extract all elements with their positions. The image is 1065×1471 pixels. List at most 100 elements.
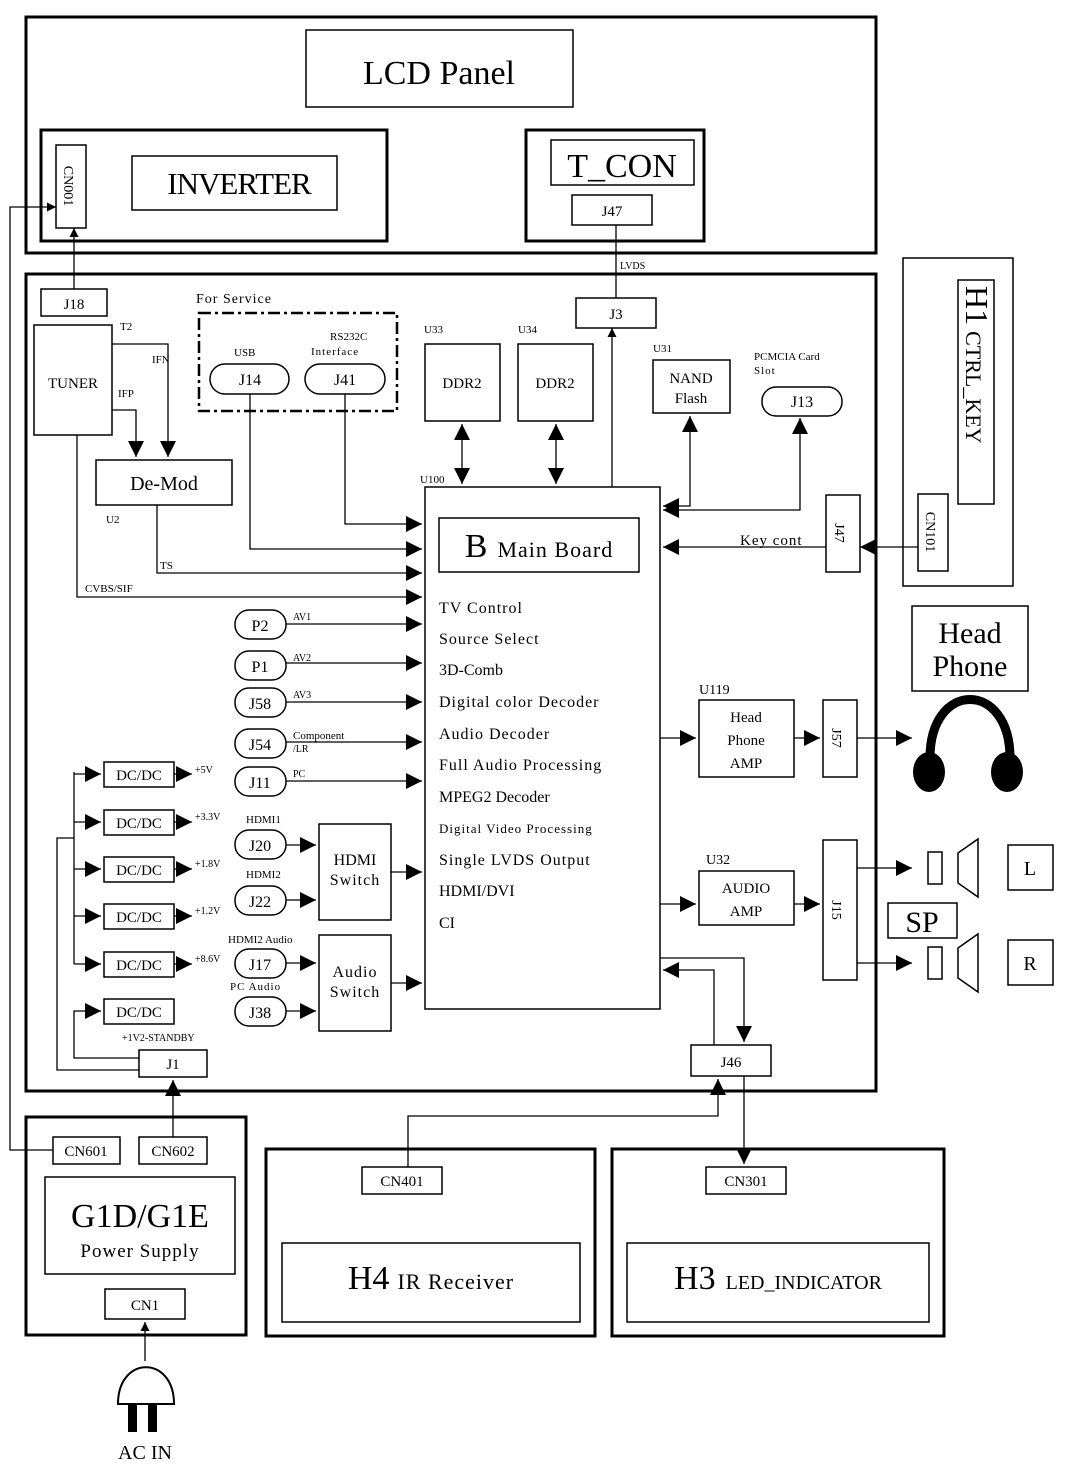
audio-switch-box	[318, 934, 392, 1032]
hdmi-switch-box	[318, 823, 392, 921]
j15-label: J15	[828, 900, 843, 919]
dcdc-1v2-label: DC/DC	[116, 910, 162, 926]
audio-amp-label-1: AUDIO	[722, 881, 770, 897]
cn301-label: CN301	[724, 1174, 767, 1190]
j17-label: J17	[249, 957, 271, 974]
headphone-icon	[913, 695, 1023, 792]
v18-label: +1.8V	[195, 859, 221, 870]
j1-connector	[138, 1049, 208, 1078]
wire-ifn	[112, 343, 176, 457]
feature-tv-control: TV Control	[439, 600, 523, 617]
j54-connector	[234, 728, 287, 759]
hp-amp-label-2: Phone	[727, 733, 765, 749]
ac-in-label: AC IN	[118, 1442, 172, 1464]
ifn-label: IFN	[152, 354, 170, 366]
ir-receiver-title-box	[281, 1242, 581, 1323]
u2-ref: U2	[106, 514, 119, 526]
tuner-box	[33, 324, 113, 436]
dcdc-3v3	[103, 809, 175, 836]
speaker-left-icon	[927, 837, 979, 899]
feature-hdmi-dvi: HDMI/DVI	[439, 883, 515, 900]
dcdc-8v6-label: DC/DC	[116, 958, 162, 974]
av3-label: AV3	[293, 690, 311, 701]
j14-label: J14	[239, 372, 261, 389]
ifp-label: IFP	[118, 388, 134, 400]
wire-nand	[663, 416, 698, 514]
j3-label: J3	[609, 307, 622, 323]
sp-label: SP	[905, 906, 938, 939]
power-supply-title: G1D/G1E	[71, 1198, 209, 1235]
cn001-label: CN001	[60, 166, 75, 206]
wire-j46-main	[663, 962, 715, 1045]
p2-label: P2	[252, 618, 269, 635]
pc-label: PC	[293, 769, 306, 780]
headphone-title-box	[911, 605, 1029, 692]
dcdc-1v8-label: DC/DC	[116, 863, 162, 879]
p1-label: P1	[252, 659, 269, 676]
power-supply-board	[24, 1115, 248, 1337]
ts-label: TS	[160, 560, 173, 572]
ddr2-a-label: DDR2	[442, 376, 481, 392]
dcdc-standby	[103, 998, 175, 1025]
hp-amp-label-1: Head	[730, 710, 762, 726]
j1-label: J1	[166, 1057, 179, 1073]
feature-audio-decoder: Audio Decoder	[439, 726, 550, 743]
p1-connector	[234, 650, 287, 681]
hdmi-switch-label-2: Switch	[330, 872, 380, 889]
headphone-title-2: Phone	[933, 650, 1008, 683]
audio-switch-label-2: Switch	[330, 984, 380, 1001]
component-label-2: /LR	[293, 744, 309, 755]
pcmcia-label-1: PCMCIA Card	[754, 351, 820, 363]
hdmi2-audio-label: HDMI2 Audio	[228, 934, 293, 946]
inverter-label: INVERTER	[167, 166, 312, 201]
j47-key-connector	[825, 494, 861, 573]
tuner-label: TUNER	[48, 376, 98, 392]
lvds-label: LVDS	[620, 261, 645, 272]
u31-ref: U31	[653, 343, 672, 355]
cvbs-label: CVBS/SIF	[85, 583, 133, 595]
cn1-connector	[104, 1288, 186, 1320]
demod-label: De-Mod	[130, 473, 198, 495]
cn301-connector	[705, 1166, 787, 1195]
u32-ref: U32	[706, 853, 730, 868]
av1-label: AV1	[293, 612, 311, 623]
j57-label: J57	[828, 728, 843, 747]
v5-label: +5V	[195, 765, 214, 776]
ir-receiver-board	[264, 1147, 597, 1338]
headphone-amp-box	[698, 699, 795, 778]
lcd-panel-box	[305, 29, 574, 108]
speaker-l-box	[1007, 844, 1054, 891]
main-board-title-box	[438, 517, 640, 573]
key-cont-label: Key cont	[740, 533, 803, 549]
nand-flash-box	[652, 359, 731, 414]
speaker-right-icon	[927, 932, 979, 994]
feature-source-select: Source Select	[439, 631, 540, 648]
audio-amp-label-2: AMP	[730, 904, 763, 920]
j58-label: J58	[249, 696, 271, 713]
wire-cn601-cn001	[9, 202, 56, 1151]
u119-ref: U119	[699, 683, 730, 698]
wire-j1-bus	[56, 837, 139, 1071]
j47-tcon-label: J47	[602, 204, 623, 220]
feature-ci: CI	[439, 915, 455, 932]
feature-digital-video-processing: Digital Video Processing	[439, 821, 593, 836]
wire-main-j46	[660, 957, 752, 1042]
lcd-panel-label: LCD Panel	[363, 55, 515, 92]
usb-label: USB	[234, 347, 255, 359]
main-feature-list: TV Control Source Select 3D-Comb Digital…	[439, 600, 601, 932]
led-indicator-board	[610, 1147, 946, 1338]
standby-label: +1V2-STANDBY	[122, 1033, 195, 1044]
hdmi2-label: HDMI2	[246, 869, 281, 881]
j46-label: J46	[721, 1055, 742, 1071]
hdmi1-label: HDMI1	[246, 814, 281, 826]
ddr2-b-box	[517, 343, 594, 422]
dcdc-3v3-label: DC/DC	[116, 816, 162, 832]
feature-3d-comb: 3D-Comb	[439, 662, 503, 679]
nand-label-1: NAND	[669, 371, 712, 387]
sp-box	[887, 902, 958, 939]
speaker-l-label: L	[1024, 858, 1036, 880]
nand-label-2: Flash	[675, 391, 708, 407]
